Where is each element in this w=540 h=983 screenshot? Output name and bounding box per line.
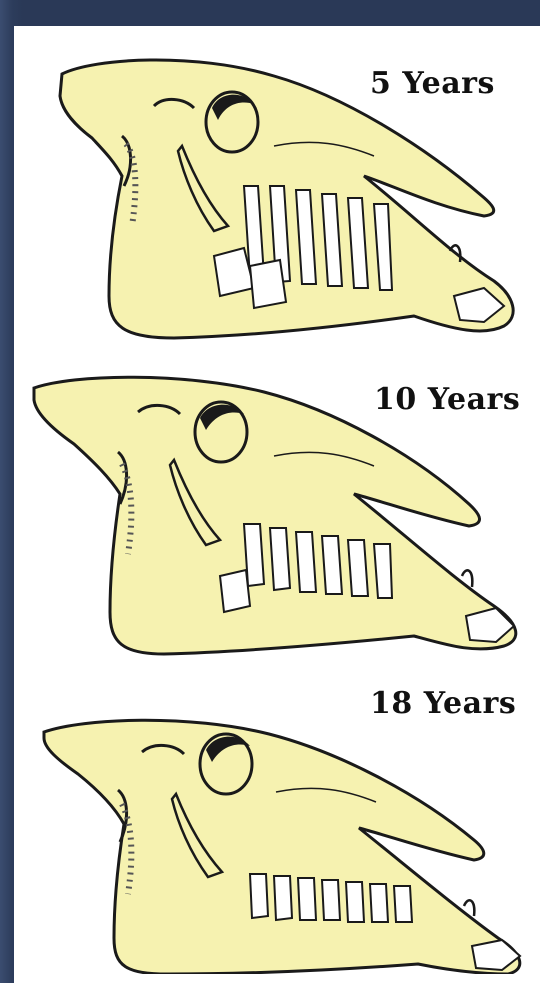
tooth bbox=[220, 570, 250, 612]
tooth bbox=[348, 540, 368, 596]
skull-outline bbox=[34, 377, 516, 654]
tooth bbox=[250, 260, 286, 308]
tooth bbox=[394, 886, 412, 922]
skull-outline bbox=[44, 720, 520, 974]
tooth bbox=[370, 884, 388, 922]
tooth bbox=[296, 532, 316, 592]
tooth bbox=[274, 876, 292, 920]
skull-18-years-drawing bbox=[14, 654, 540, 974]
tooth bbox=[322, 536, 342, 594]
tooth bbox=[346, 882, 364, 922]
skull-18-years: 18 Years bbox=[14, 654, 540, 974]
skull-5-years: 5 Years bbox=[14, 26, 540, 346]
skull-10-years-drawing bbox=[14, 344, 540, 664]
skull-10-years: 10 Years bbox=[14, 344, 540, 664]
figure-panel: 5 Years 10 Years bbox=[14, 26, 540, 983]
skull-outline bbox=[60, 60, 513, 338]
tooth bbox=[374, 544, 392, 598]
tooth bbox=[298, 878, 316, 920]
tooth bbox=[270, 528, 290, 590]
tooth bbox=[250, 874, 268, 918]
skull-5-years-drawing bbox=[14, 26, 540, 346]
tooth bbox=[322, 880, 340, 920]
